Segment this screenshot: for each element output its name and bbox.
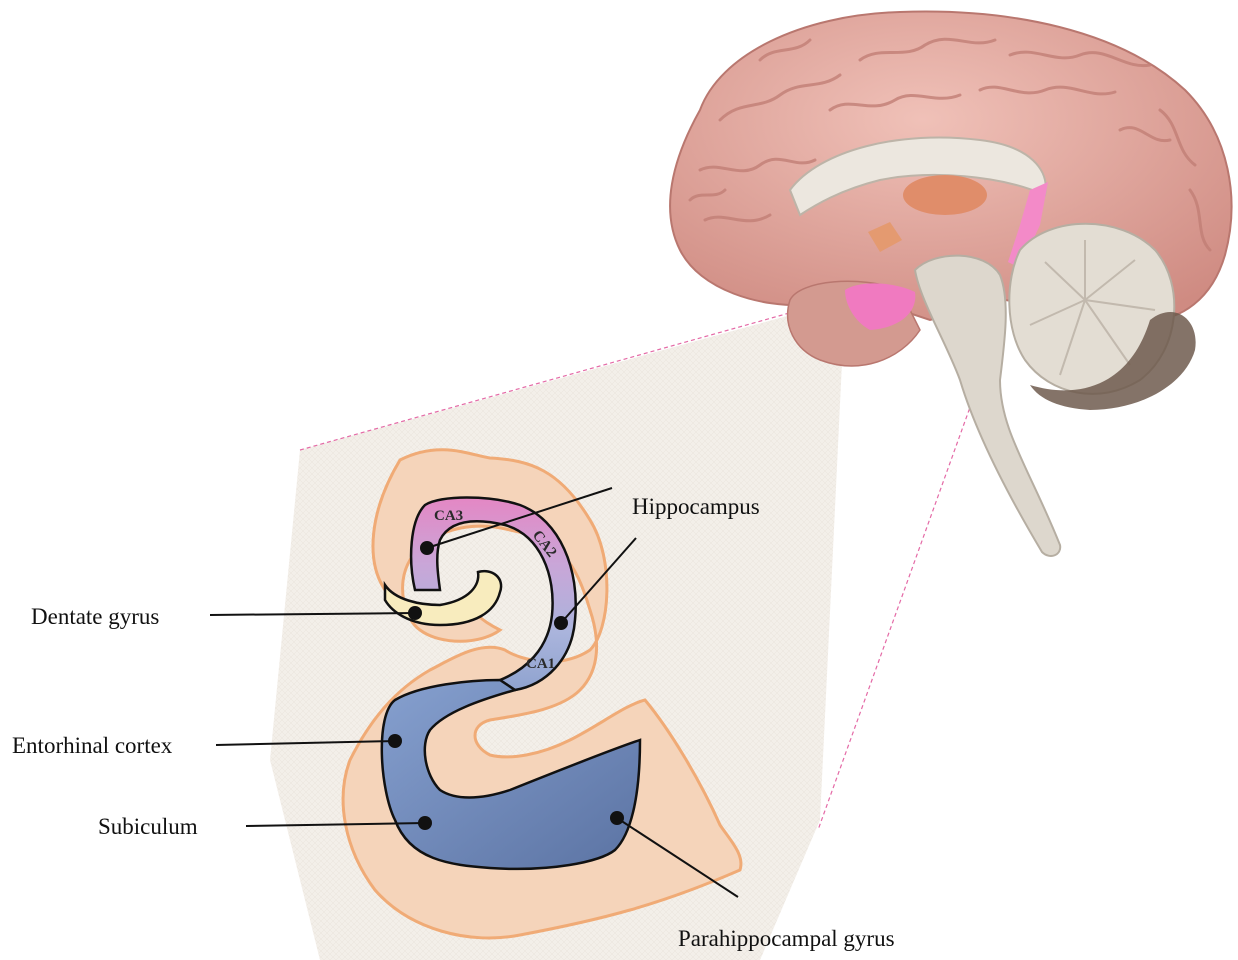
label-entorhinal-cortex: Entorhinal cortex [12,733,173,758]
ca3-label: CA3 [434,508,463,524]
label-dentate-gyrus: Dentate gyrus [31,604,159,629]
thalamus [903,175,987,215]
dot-dentate-gyrus [408,606,422,620]
label-subiculum: Subiculum [98,814,198,839]
dot-parahippocampal-gyrus [610,811,624,825]
ca1-label: CA1 [526,656,555,672]
label-parahippocampal-gyrus: Parahippocampal gyrus [678,926,895,951]
dot-hippocampus-ca3 [420,541,434,555]
label-hippocampus: Hippocampus [632,494,760,519]
dot-subiculum [418,816,432,830]
dot-entorhinal-cortex [388,734,402,748]
dot-hippocampus-ca1 [554,616,568,630]
